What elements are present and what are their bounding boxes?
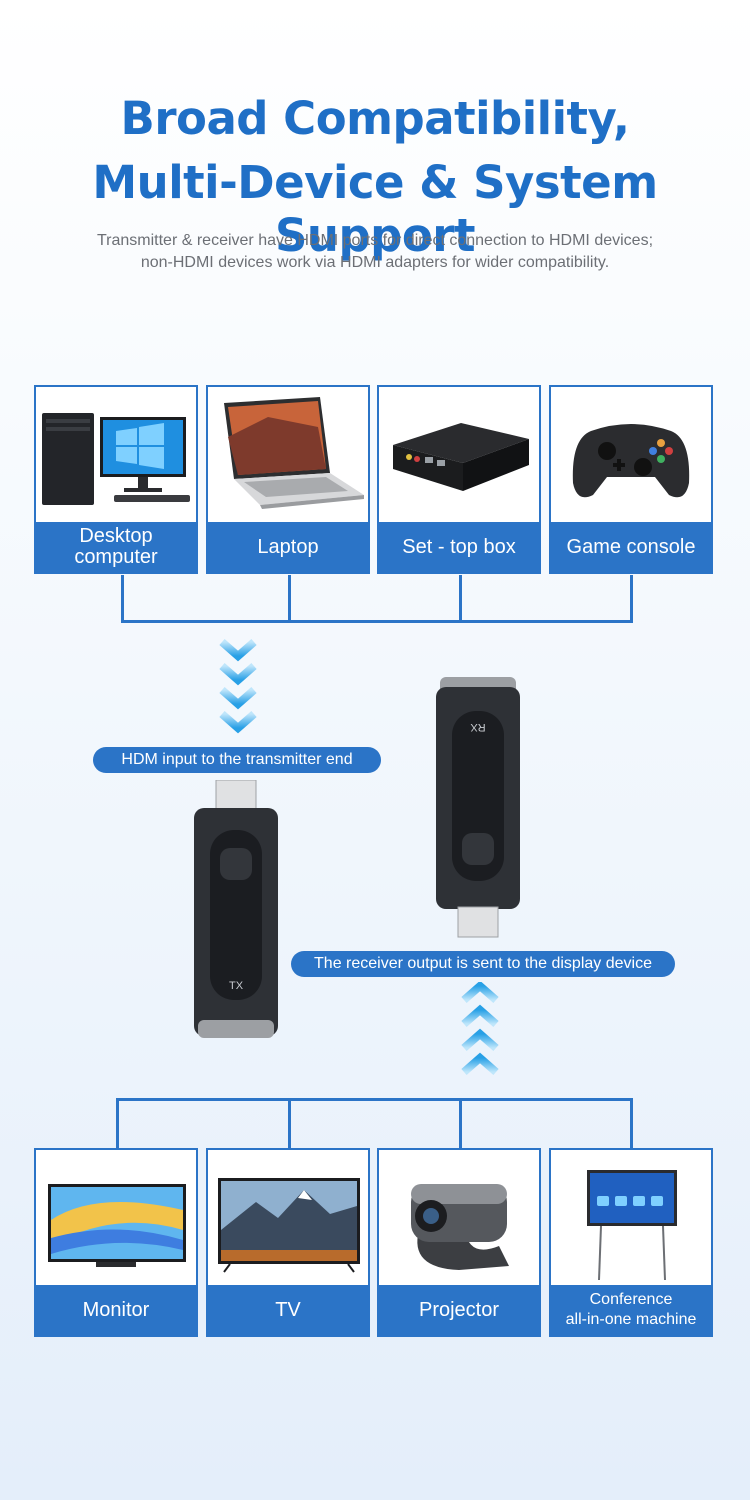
connector-line (630, 575, 633, 623)
connector-line (459, 1098, 462, 1148)
desktop-computer-icon (36, 387, 196, 524)
display-card-projector: Projector (377, 1148, 541, 1337)
connector-line (116, 1098, 119, 1148)
source-label-game-console: Game console (551, 522, 711, 572)
monitor-icon (36, 1150, 196, 1287)
receiver-mark: RX (470, 721, 486, 733)
source-label-set-top-box: Set - top box (379, 522, 539, 572)
set-top-box-icon (379, 387, 539, 524)
display-card-conference: Conference all-in-one machine (549, 1148, 713, 1337)
source-card-desktop: Desktop computer (34, 385, 198, 574)
connector-bus (121, 620, 633, 623)
source-label-desktop: Desktop computer (36, 522, 196, 572)
laptop-icon (208, 387, 368, 524)
page-title-line-2: Multi-Device & System Support (92, 156, 658, 262)
page-title-line-1: Broad Compatibility, (120, 92, 630, 145)
connector-line (288, 1098, 291, 1148)
display-label-monitor: Monitor (36, 1285, 196, 1335)
source-card-laptop: Laptop (206, 385, 370, 574)
game-controller-icon (551, 387, 711, 524)
connector-line (630, 1098, 633, 1148)
display-card-tv: TV (206, 1148, 370, 1337)
conference-display-icon (551, 1150, 711, 1287)
display-card-monitor: Monitor (34, 1148, 198, 1337)
connector-line (288, 575, 291, 623)
source-card-set-top-box: Set - top box (377, 385, 541, 574)
transmitter-mark: TX (228, 980, 244, 992)
projector-icon (379, 1150, 539, 1287)
subtitle-line-2: non-HDMI devices work via HDMI adapters … (140, 254, 610, 271)
up-arrows-icon (461, 982, 499, 1086)
output-flow-label: The receiver output is sent to the displ… (291, 951, 675, 977)
display-label-projector: Projector (379, 1285, 539, 1335)
input-flow-label: HDM input to the transmitter end (93, 747, 381, 773)
tv-icon (208, 1150, 368, 1287)
connector-line (459, 575, 462, 623)
source-label-laptop: Laptop (208, 522, 368, 572)
display-label-conference: Conference all-in-one machine (551, 1285, 711, 1335)
receiver-dongle: RX (432, 677, 524, 939)
connector-bus (116, 1098, 633, 1101)
connector-line (121, 575, 124, 623)
subtitle-line-1: Transmitter & receiver have HDMI ports f… (96, 232, 654, 249)
display-label-tv: TV (208, 1285, 368, 1335)
source-card-game-console: Game console (549, 385, 713, 574)
transmitter-dongle: TX (190, 780, 282, 1042)
down-arrows-icon (219, 638, 257, 742)
